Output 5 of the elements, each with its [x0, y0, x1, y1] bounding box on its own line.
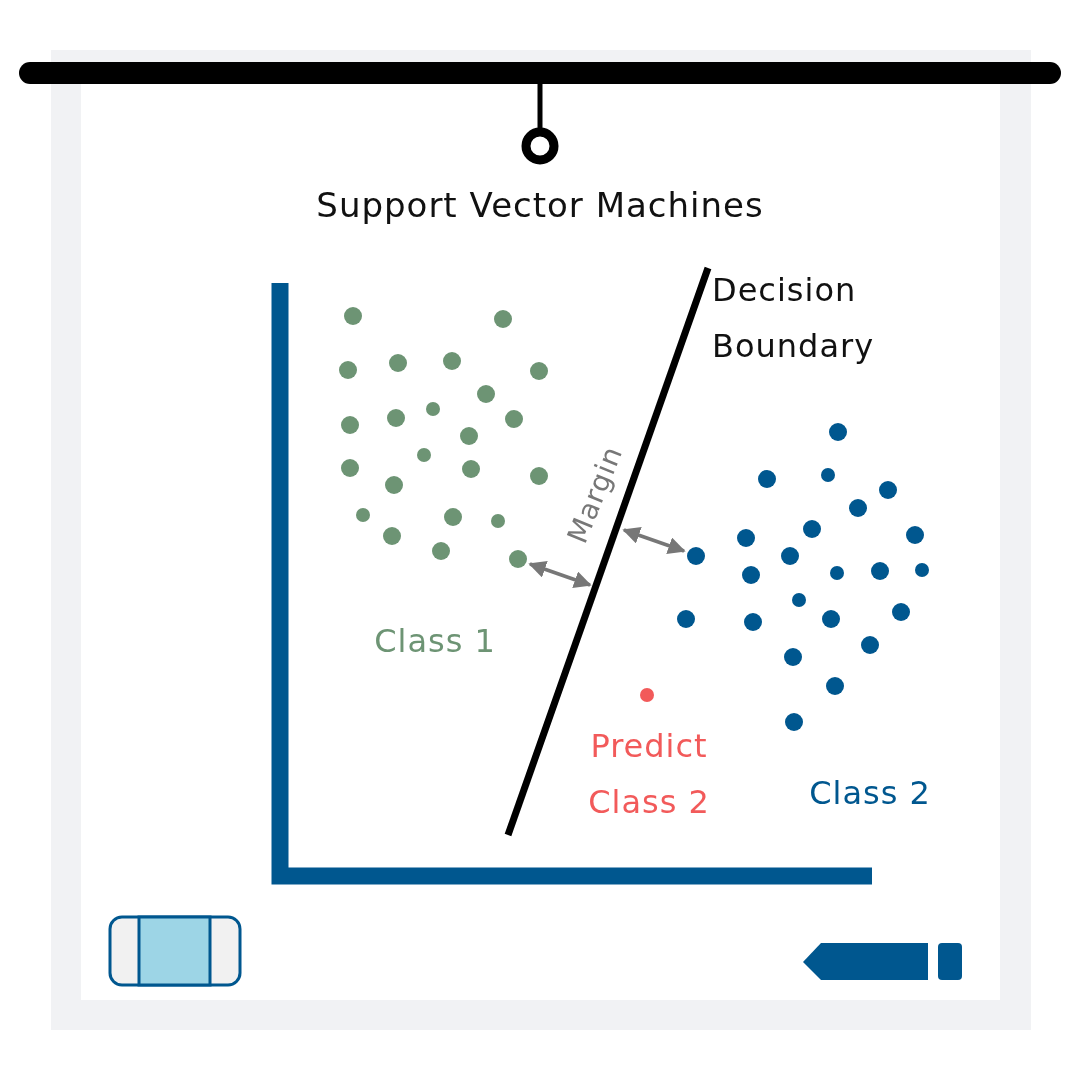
plot-label: Decision Boundary — [712, 270, 876, 367]
plot-label: Class 1 — [373, 621, 497, 662]
plot-label: Predict Class 2 — [587, 726, 711, 823]
title: Support Vector Machines — [315, 185, 765, 225]
plot-label: Class 2 — [808, 773, 932, 814]
